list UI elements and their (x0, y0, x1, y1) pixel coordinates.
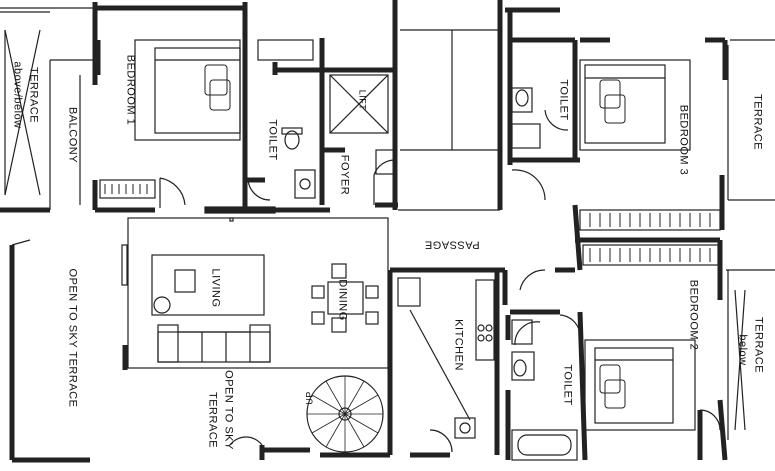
label-bedroom-2: BEDROOM 2 (687, 279, 700, 351)
label-terrace-below: below (736, 334, 749, 366)
label-toilet-2: TOILET (561, 364, 574, 406)
label-terrace-above-below: above/below (11, 61, 24, 129)
label-terrace-right-top: TERRACE (751, 93, 764, 151)
label-up: UP (304, 391, 315, 405)
thin-lines (0, 7, 775, 461)
label-lift: LIFT (357, 89, 368, 111)
label-open-to-sky-terrace-word: TERRACE (206, 391, 219, 449)
label-balcony: BALCONY (66, 106, 79, 164)
label-terrace-top-left: TERRACE (27, 66, 40, 124)
label-passage: PASSAGE (424, 238, 480, 251)
label-foyer: FOYER (338, 154, 351, 196)
wardrobe-marks (104, 184, 711, 262)
label-bedroom-3: BEDROOM 3 (677, 104, 690, 176)
label-dining: DINING (336, 279, 349, 321)
label-kitchen: KITCHEN (452, 319, 465, 371)
label-open-to-sky: OPEN TO SKY (222, 370, 235, 450)
label-open-to-sky-terrace: OPEN TO SKY TERRACE (66, 268, 79, 408)
label-toilet-3: TOILET (557, 79, 570, 121)
label-terrace-right-bottom: TERRACE (752, 316, 765, 374)
walls (0, 0, 728, 463)
label-bedroom-1: BEDROOM 1 (124, 54, 137, 126)
label-living: LIVING (209, 268, 222, 308)
bed-pillows (204, 64, 626, 409)
label-toilet-1: TOILET (266, 119, 279, 161)
